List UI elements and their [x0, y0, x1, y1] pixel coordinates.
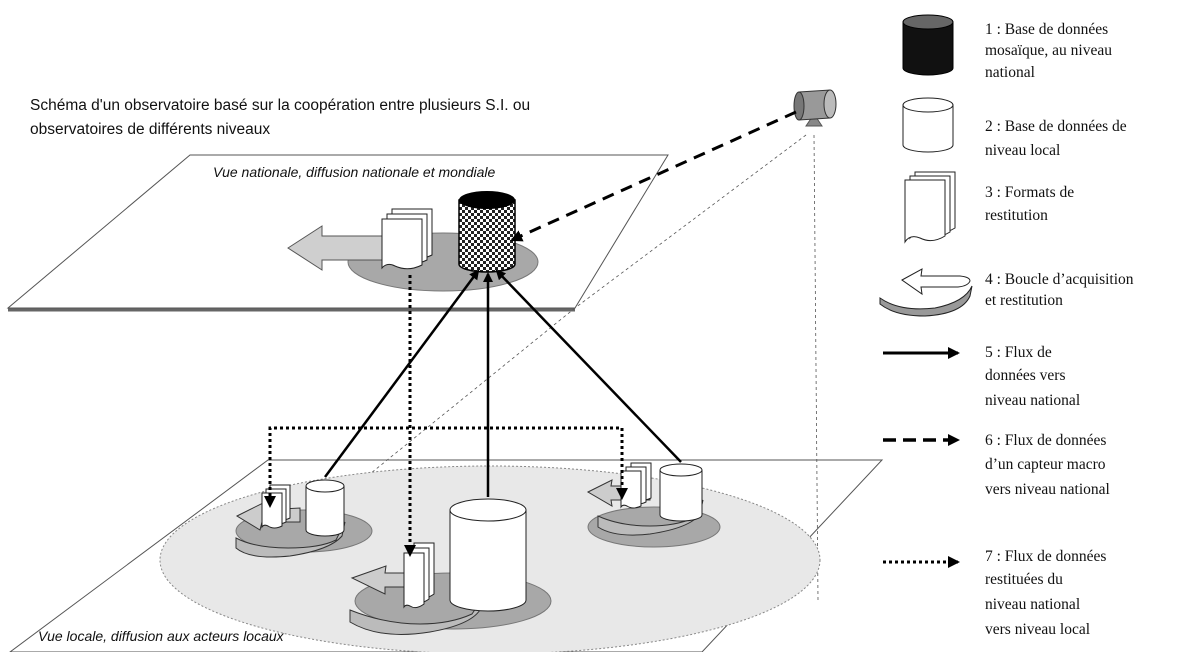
legend-item-1-line-2: mosaïque, au niveau	[985, 42, 1112, 59]
legend-item-6-line-1: 6 : Flux de données	[985, 432, 1106, 449]
local-documents-center	[403, 542, 435, 609]
local-database-left	[305, 479, 345, 537]
flow-left-to-national	[323, 269, 480, 478]
legend-icon-database-national	[902, 14, 954, 76]
flow-national-to-local	[268, 275, 624, 545]
legend-item-5-line-1: 5 : Flux de	[985, 344, 1052, 361]
flow-right-to-national	[495, 269, 682, 463]
legend-item-4-line-1: 4 : Boucle d’acquisition	[985, 271, 1134, 288]
legend-item-7-line-2: restituées du	[985, 571, 1063, 588]
local-plane	[9, 459, 884, 652]
national-documents	[381, 208, 433, 270]
legend-icon-documents	[904, 171, 956, 244]
local-database-center	[449, 498, 527, 612]
legend-item-6-line-3: vers niveau national	[985, 481, 1110, 498]
diagram-title-line-2: observatoires de différents niveaux	[30, 121, 270, 138]
legend-item-2-line-2: niveau local	[985, 142, 1060, 159]
dotted-arrowhead-center	[404, 545, 416, 557]
legend-item-3-line-2: restitution	[985, 207, 1048, 224]
legend-item-7-line-1: 7 : Flux de données	[985, 548, 1106, 565]
legend-icon-loop	[879, 268, 973, 317]
legend-item-7-line-4: vers niveau local	[985, 621, 1090, 638]
legend: 1 : Base de données mosaïque, au niveau …	[879, 14, 1134, 638]
macro-sensor	[793, 89, 837, 127]
local-documents-left	[261, 484, 291, 529]
legend-item-3-line-1: 3 : Formats de	[985, 184, 1074, 201]
local-documents-right	[620, 462, 652, 509]
legend-item-5-line-3: niveau national	[985, 392, 1080, 409]
legend-item-2-line-1: 2 : Base de données de	[985, 118, 1127, 135]
sensor-to-national-flow	[510, 110, 797, 242]
dotted-arrowhead-right	[616, 488, 628, 500]
legend-item-7-line-3: niveau national	[985, 596, 1080, 613]
local-view-label: Vue locale, diffusion aux acteurs locaux	[38, 628, 285, 644]
sensor-projection-line-1	[574, 134, 807, 309]
legend-item-1-line-3: national	[985, 64, 1035, 81]
diagram-title-line-1: Schéma d'un observatoire basé sur la coo…	[30, 97, 530, 114]
national-database	[458, 191, 516, 273]
dotted-arrowhead-left	[264, 496, 276, 508]
legend-item-1-line-1: 1 : Base de données	[985, 21, 1108, 38]
legend-item-6-line-2: d’un capteur macro	[985, 456, 1106, 473]
legend-item-4-line-2: et restitution	[985, 292, 1063, 309]
sensor-projection-line-2	[317, 307, 576, 517]
legend-item-5-line-2: données vers	[985, 367, 1066, 384]
local-database-right	[659, 463, 703, 522]
national-view-label: Vue nationale, diffusion nationale et mo…	[213, 164, 495, 180]
legend-icon-database-local	[902, 97, 954, 153]
